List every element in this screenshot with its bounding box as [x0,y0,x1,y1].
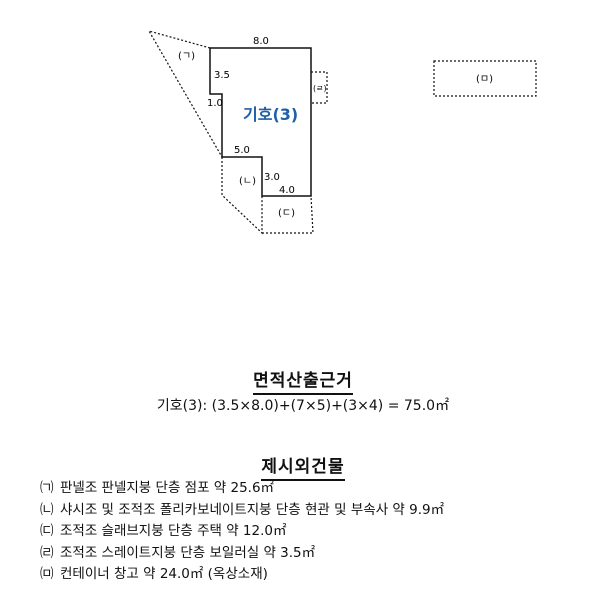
dim-left-step: 1.0 [207,98,223,109]
label-a: (ㄱ) [178,51,195,62]
label-e: (ㅁ) [476,74,493,85]
building-symbol: 기호(3) [243,105,298,124]
label-c: (ㄷ) [278,208,295,219]
dim-mid-step: 5.0 [234,145,250,156]
list-item: ㈀판넬조 판넬지붕 단층 점포 약 25.6㎡ [40,480,275,496]
outbuilding-c-outline [262,195,314,234]
area-calc-title: 면적산출근거 [0,366,606,395]
site-plan-diagram: (ㄱ) (ㄴ) (ㄷ) (ㄹ) (ㅁ) 8.0 3.5 1.0 5.0 3.0 … [147,30,537,235]
outbuilding-d-outline [311,71,328,104]
list-item: ㈁샤시조 및 조적조 폴리카보네이트지붕 단층 현관 및 부속사 약 9.9㎡ [40,501,445,518]
label-b: (ㄴ) [239,176,256,187]
outbuilding-a-outline [147,30,223,158]
outbuilding-b-outline [221,157,263,235]
dim-top: 8.0 [253,36,269,47]
list-item: ㈃조적조 스레이트지붕 단층 보일러실 약 3.5㎡ [40,544,316,561]
outbuildings-list: ㈀판넬조 판넬지붕 단층 점포 약 25.6㎡ ㈁샤시조 및 조적조 폴리카보네… [40,478,444,586]
list-item: ㈄컨테이너 창고 약 24.0㎡ (옥상소재) [40,566,268,582]
dim-lower-vertical: 3.0 [264,172,280,183]
label-d: (ㄹ) [313,84,327,93]
dim-left-upper: 3.5 [214,70,230,81]
outbuilding-e-outline [433,60,537,97]
list-item: ㈂조적조 슬래브지붕 단층 주택 약 12.0㎡ [40,523,287,539]
outbuildings-title: 제시외건물 [0,452,606,481]
dim-bottom: 4.0 [279,185,295,196]
main-building-outline [209,47,312,197]
area-formula: 기호(3): (3.5×8.0)+(7×5)+(3×4) = 75.0㎡ [156,398,450,414]
